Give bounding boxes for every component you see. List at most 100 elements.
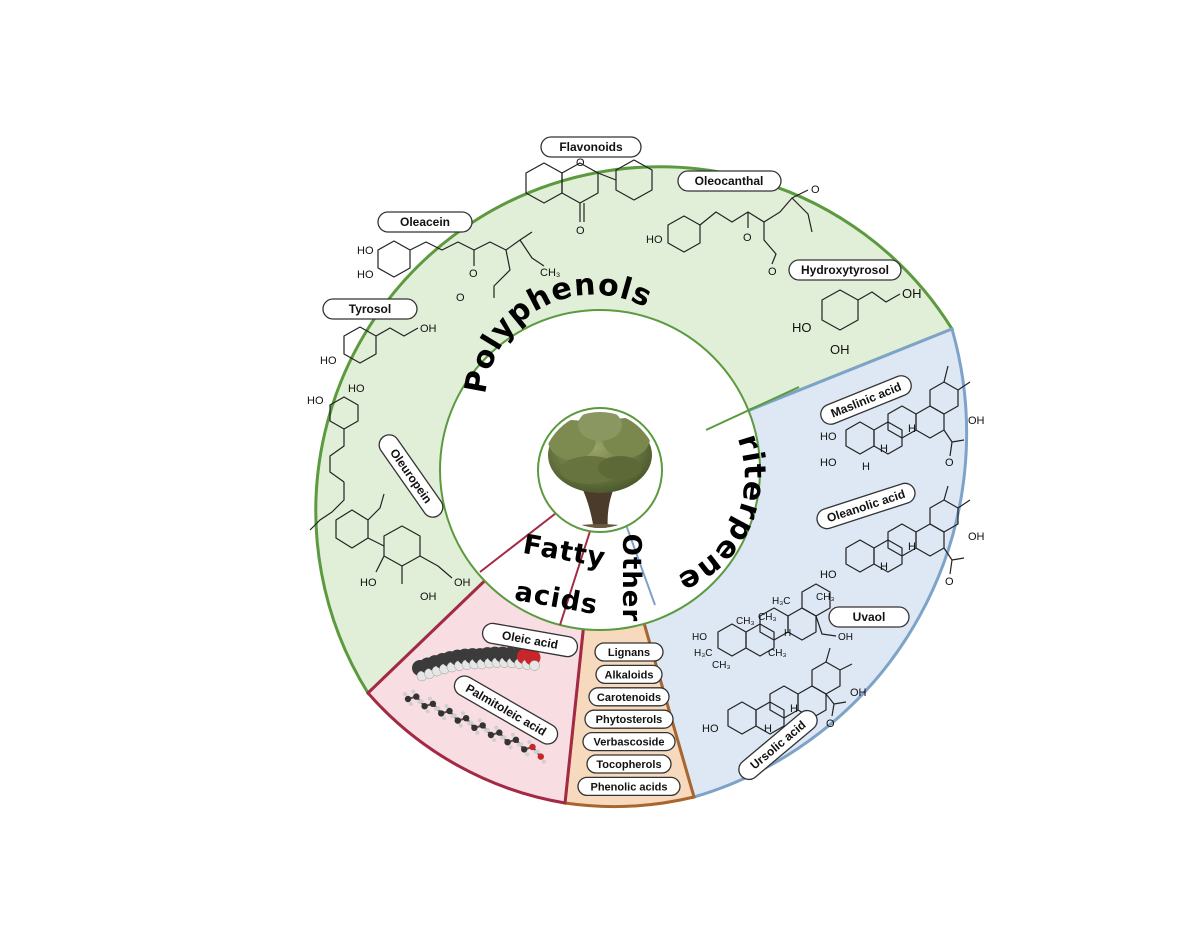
palmitoleic-atom	[512, 736, 520, 743]
flavonoids-carbonyl-o: O	[576, 225, 585, 237]
maslinic-acid-structure	[845, 365, 971, 457]
oleanolic-acid-structure	[845, 485, 971, 575]
palmitoleic-atom	[429, 700, 437, 707]
other-item-verbascoside: Verbascoside	[582, 731, 676, 752]
palmitoleic-atom	[521, 746, 528, 753]
oleuropein-ho-2: HO	[307, 395, 324, 407]
maslinic-h-2: H	[880, 443, 888, 455]
palmitoleic-hydrogen	[519, 742, 524, 747]
oleacein-o-2: O	[456, 292, 465, 304]
uvaol-h-1: H	[784, 628, 791, 639]
oleocanthal-ho: HO	[646, 234, 663, 246]
palmitoleic-atom	[454, 717, 461, 724]
maslinic-o: O	[945, 457, 954, 469]
palmitoleic-hydrogen	[508, 745, 513, 750]
palmitoleic-hydrogen	[492, 738, 496, 742]
ursolic-h-1: H	[790, 703, 798, 715]
ursolic-h-2: H	[764, 723, 772, 735]
uvaol-ch3-4: CH₃	[712, 660, 731, 671]
palmitoleic-hydrogen	[541, 759, 546, 764]
palmitoleic-atom	[496, 729, 503, 736]
ursolic-oh: OH	[850, 687, 867, 699]
svg-text:Oleacein: Oleacein	[400, 215, 450, 229]
oleanolic-h-1: H	[908, 541, 916, 553]
uvaol-ch3-5: CH₃	[768, 648, 787, 659]
oleocanthal-o-2: O	[743, 232, 752, 244]
oleanolic-oh: OH	[968, 531, 985, 543]
svg-text:Oleocanthal: Oleocanthal	[695, 174, 764, 188]
palmitoleic-hydrogen	[502, 735, 507, 740]
svg-text:Tyrosol: Tyrosol	[349, 302, 391, 316]
palmitoleic-hydrogen	[458, 723, 463, 728]
palmitoleic-atom	[504, 739, 511, 746]
oleuropein-ho-1: HO	[348, 383, 365, 395]
hydroxytyrosol-structure	[821, 289, 901, 331]
palmitoleic-hydrogen	[525, 752, 530, 757]
oleocanthal-o-3: O	[768, 266, 777, 278]
olive-tree-icon	[537, 407, 663, 533]
oleic-hydrogen	[529, 660, 540, 671]
uvaol-ch3-3: CH₃	[758, 612, 777, 623]
divider-other-fatty	[559, 524, 593, 626]
uvaol-structure	[717, 583, 837, 657]
palmitoleic-hydrogen	[409, 702, 413, 706]
tyrosol-oh: OH	[420, 323, 437, 335]
ursolic-acid-structure	[727, 647, 853, 735]
hydroxytyrosol-oh-2: OH	[830, 342, 850, 357]
palmitoleic-hydrogen	[486, 728, 490, 732]
oleacein-structure	[377, 231, 545, 298]
palmitoleic-hydrogen	[444, 704, 449, 708]
svg-text:Carotenoids: Carotenoids	[597, 692, 661, 704]
palmitoleic-hydrogen	[427, 696, 432, 701]
uvaol-oh: OH	[838, 632, 853, 643]
oleocanthal-structure	[667, 189, 813, 265]
palmitoleic-atom	[537, 753, 544, 760]
ursolic-o: O	[826, 718, 835, 730]
ursolic-ho: HO	[702, 723, 719, 735]
svg-text:Lignans: Lignans	[608, 647, 650, 659]
flavonoids-structure	[525, 159, 653, 222]
palmitoleic-hydrogen	[494, 725, 499, 730]
hydroxytyrosol-ho: HO	[792, 320, 812, 335]
palmitoleic-hydrogen	[436, 706, 441, 711]
palmitoleic-hydrogen	[403, 692, 407, 696]
uvaol-ch3-1: CH₃	[816, 592, 835, 603]
oleuropein-structure	[309, 396, 453, 584]
oleic-acid-pill: Oleic acid	[481, 622, 579, 658]
divider-polyphenols-triterpenes	[705, 386, 800, 431]
other-label: Other	[616, 534, 646, 623]
svg-text:Hydroxytyrosol: Hydroxytyrosol	[801, 263, 889, 277]
svg-text:Flavonoids: Flavonoids	[559, 140, 623, 154]
maslinic-h-1: H	[908, 423, 916, 435]
palmitoleic-hydrogen	[425, 709, 430, 714]
uvaol-h3c-1: H₃C	[772, 596, 791, 607]
other-item-carotenoids: Carotenoids	[588, 687, 670, 707]
maslinic-ho-2: HO	[820, 457, 837, 469]
svg-text:Phytosterols: Phytosterols	[596, 714, 663, 726]
oleocanthal-pill: Oleocanthal	[677, 170, 782, 192]
palmitoleic-hydrogen	[475, 730, 480, 735]
svg-text:Tocopherols: Tocopherols	[596, 759, 661, 771]
palmitoleic-hydrogen	[452, 713, 457, 718]
oleuropein-oh-1: OH	[454, 577, 471, 589]
uvaol-pill: Uvaol	[828, 606, 910, 628]
palmitoleic-atom	[479, 722, 486, 729]
oleuropein-ho-3: HO	[360, 577, 377, 589]
divider-triterpenes-other	[624, 521, 656, 606]
palmitoleic-hydrogen	[461, 711, 466, 716]
palmitoleic-acid-model	[403, 689, 546, 764]
maslinic-ho-1: HO	[820, 431, 837, 443]
svg-text:Uvaol: Uvaol	[853, 610, 886, 624]
flavonoids-o-atom: O	[576, 157, 585, 169]
palmitoleic-atom	[421, 703, 428, 710]
other-item-tocopherols: Tocopherols	[586, 754, 672, 774]
other-item-phytosterols: Phytosterols	[584, 709, 674, 729]
uvaol-h3c-2: H₃C	[694, 648, 713, 659]
oleuropein-oh-2: OH	[420, 591, 437, 603]
svg-text:Phenolic acids: Phenolic acids	[590, 781, 667, 793]
palmitoleic-atom	[446, 707, 453, 715]
maslinic-oh: OH	[968, 415, 985, 427]
uvaol-ho: HO	[692, 632, 707, 643]
palmitoleic-hydrogen	[510, 732, 515, 737]
